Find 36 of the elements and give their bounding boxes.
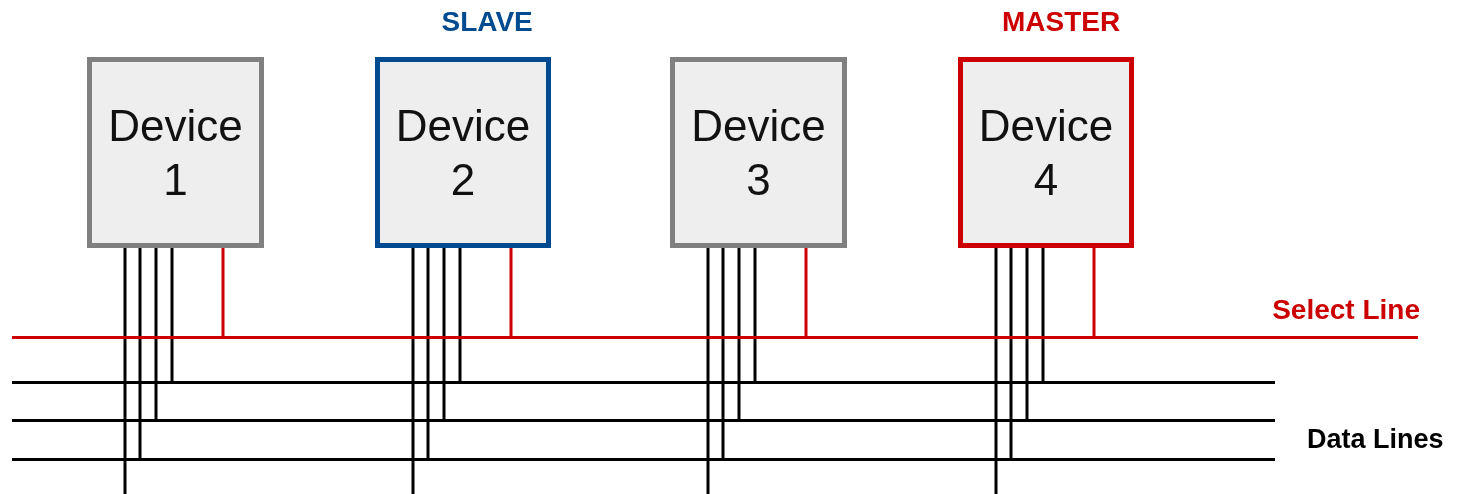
connector-line [442,248,446,419]
line-label: Select Line [1272,294,1420,326]
connector-line [753,248,757,381]
connector-line [1009,248,1013,458]
connector-line [509,248,513,336]
bus-line [12,381,1275,384]
connector-line [706,248,710,494]
device-box [375,57,551,248]
role-label: MASTER [1002,6,1121,38]
connector-line [994,248,998,494]
connector-line [170,248,174,381]
connector-line [458,248,462,381]
bus-line [12,458,1275,461]
connector-line [1092,248,1096,336]
connector-line [411,248,415,494]
device-box [958,57,1134,248]
connector-line [804,248,808,336]
connector-line [426,248,430,458]
device-label: Device 1 [107,99,244,206]
connector-line [123,248,127,494]
device-box [87,57,264,248]
connector-line [138,248,142,458]
connector-line [154,248,158,419]
device-label: Device 4 [977,99,1115,206]
bus-line [12,336,1418,339]
role-label: SLAVE [441,6,533,38]
connector-line [1041,248,1045,381]
bus-line [12,419,1275,422]
device-label: Device 3 [690,99,827,206]
line-label: Data Lines [1307,424,1444,455]
device-label: Device 2 [394,99,532,206]
connector-line [737,248,741,419]
connector-line [1025,248,1029,419]
connector-line [721,248,725,458]
connector-line [221,248,225,336]
device-box [670,57,847,248]
